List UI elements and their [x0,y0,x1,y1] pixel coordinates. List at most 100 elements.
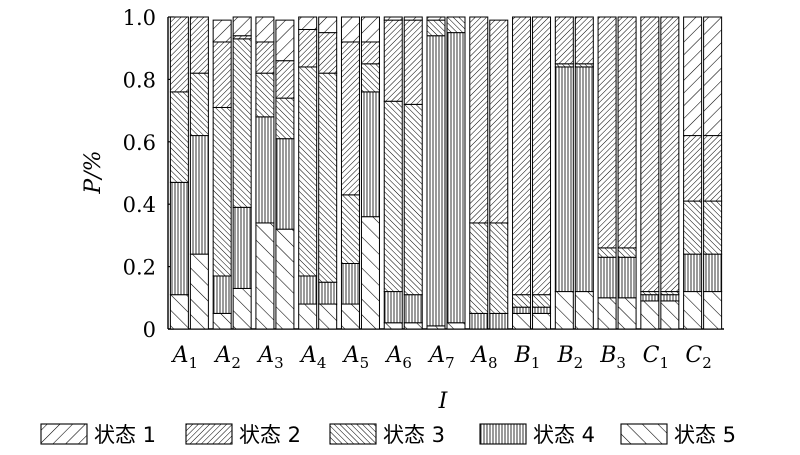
bar-segment [512,312,532,330]
bar-segment [703,135,723,202]
x-tick-label: B2 [556,343,583,372]
bar-segment [532,294,552,308]
x-tick-label: A1 [171,343,198,372]
bar-segment [574,16,594,65]
legend-label: 状态 3 [383,423,445,447]
bar-segment [275,228,295,330]
bar-segment [446,32,466,324]
bar-segment [255,41,275,74]
bar-segment [275,138,295,230]
bar-segment [318,32,338,74]
bar-segment [532,16,552,296]
bar-segment [489,312,509,330]
bar-segment [469,222,489,314]
bar-segment [683,253,703,293]
bar-segment [275,19,295,62]
x-axis-label: I [438,389,449,414]
bar-segment [360,63,380,93]
bar-segment [660,294,680,302]
legend-item: 状态 4 [479,423,595,447]
bar-segment [469,312,489,330]
bar-segment [212,312,232,330]
bar-segment [212,41,232,108]
bar-segment [255,16,275,43]
bar-segment [683,135,703,202]
bar-segment [212,106,232,277]
legend-item: 状态 3 [329,423,445,447]
bar-segment [189,253,209,330]
bar-segment [617,16,637,249]
bar-segment [617,256,637,299]
x-tick-label: B1 [514,343,541,372]
bar-segment [446,16,466,34]
bar-segment [232,206,252,289]
bar-segment [554,66,574,293]
legend: 状态 1 状态 2 状态 3 状态 4 状态 5 [40,423,736,447]
bar-segment [383,100,403,293]
bar-segment [660,16,680,293]
bar-segment [360,41,380,65]
legend-swatch [40,423,88,445]
bar-segment [318,72,338,283]
bar-segment [169,294,189,330]
bar-segment [703,291,723,330]
bar-segment [340,194,360,264]
x-tick-label: A7 [427,343,454,372]
bar-segment [298,66,318,277]
y-axis-label: P/% [81,150,106,194]
y-tick-label: 1.0 [123,6,156,30]
legend-swatch [479,423,527,445]
bar-segment [189,16,209,74]
bar-segment [554,291,574,330]
bar-segment [660,300,680,330]
bar-segment [403,16,423,21]
bar-segment [340,303,360,330]
bar-segment [426,35,446,327]
bar-segment [255,116,275,224]
bar-segment [574,291,594,330]
bar-segment [383,291,403,324]
y-tick-label: 0.6 [123,131,156,155]
bar-segment [574,66,594,293]
bar-segment [512,294,532,308]
bar-segment [189,135,209,255]
legend-item: 状态 5 [620,423,736,447]
bar-segment [340,41,360,196]
y-tick-label: 0.4 [123,193,156,217]
legend-swatch [185,423,233,445]
bar-segment [318,303,338,330]
x-tick-label: A5 [342,343,369,372]
bar-segment [275,97,295,140]
x-tick-label: B3 [599,343,626,372]
bar-segment [232,287,252,330]
bar-segment [512,16,532,296]
bar-segment [340,16,360,43]
bar-segment [617,297,637,330]
bar-segment [597,16,617,249]
bar-segment [232,38,252,208]
bar-segment [360,16,380,43]
bar-segment [255,72,275,118]
bar-segment [446,322,466,330]
bar-segment [360,91,380,218]
bar-segment [683,200,703,255]
bar-segment [640,300,660,330]
legend-swatch [329,423,377,445]
legend-item: 状态 2 [185,423,301,447]
x-tick-label: A6 [385,343,412,372]
bar-segment [360,216,380,330]
legend-label: 状态 1 [94,423,156,447]
bar-segment [640,16,660,293]
legend-label: 状态 2 [239,423,301,447]
bar-segment [275,60,295,99]
bar-segment [169,16,189,93]
x-tick-label: A8 [470,343,497,372]
x-tick-label: C1 [643,343,669,372]
bar-segment [318,281,338,305]
bar-segment [640,294,660,302]
x-tick-label: C2 [685,343,711,372]
bar-segment [489,19,509,224]
bar-segment [426,16,446,21]
